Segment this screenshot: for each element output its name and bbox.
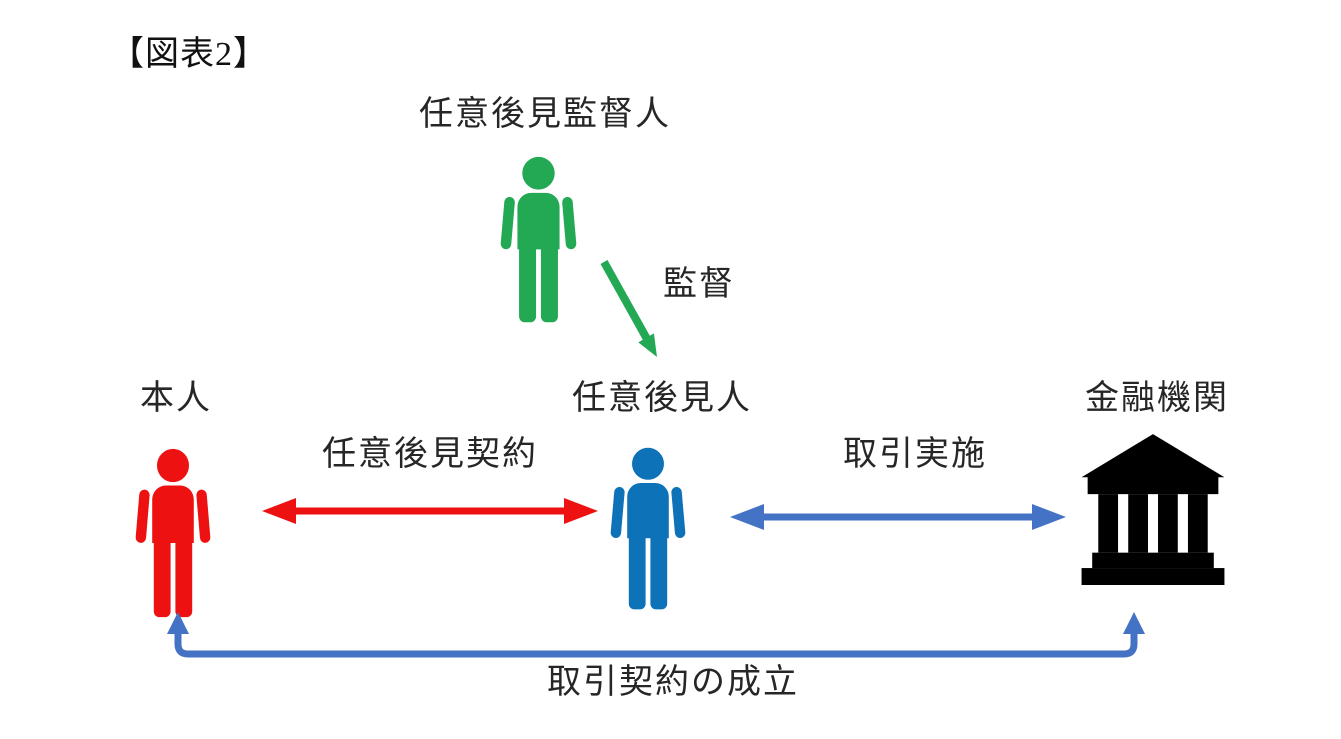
transaction-contract-edge-label: 取引契約の成立 bbox=[547, 663, 799, 701]
transaction-execution-arrow-icon bbox=[730, 504, 1066, 530]
guardianship-contract-arrow-icon bbox=[262, 498, 598, 524]
guardian-person-icon bbox=[610, 447, 686, 610]
guardianship-contract-edge-label: 任意後見契約 bbox=[322, 435, 538, 473]
supervision-arrow-icon bbox=[600, 260, 657, 357]
figure-title: 【図表2】 bbox=[110, 36, 268, 73]
transaction-contract-arrow-icon bbox=[167, 612, 1145, 658]
principal-person-icon bbox=[135, 448, 211, 618]
bank-icon bbox=[1081, 434, 1225, 585]
transaction-execution-edge-label: 取引実施 bbox=[843, 435, 987, 473]
guardian-label: 任意後見人 bbox=[572, 379, 752, 417]
supervisor-label: 任意後見監督人 bbox=[419, 95, 671, 133]
financial-institution-label: 金融機関 bbox=[1085, 379, 1229, 417]
supervisor-person-icon bbox=[500, 156, 577, 323]
principal-label: 本人 bbox=[140, 379, 212, 417]
supervision-edge-label: 監督 bbox=[663, 265, 735, 303]
